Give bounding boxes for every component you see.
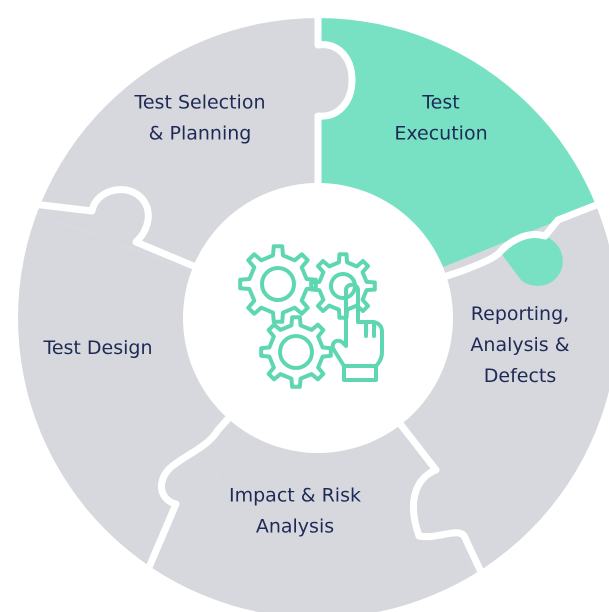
label-line: Reporting, [471,303,569,325]
label-line: Execution [394,123,487,145]
label-test-design: Test Design [42,337,152,359]
puzzle-knob-selection-into-execution [318,44,352,117]
puzzle-knob-design-into-selection [92,189,149,242]
label-line: & Planning [149,123,252,145]
label-line: Test Selection [133,92,265,114]
puzzle-knob-reporting-into-impact [410,470,467,536]
label-line: Test Design [42,337,152,359]
label-reporting-analysis-defects: Reporting, Analysis & Defects [470,303,569,387]
label-line: Analysis & [470,334,569,356]
label-line: Test [421,92,459,114]
gear-hole [278,334,314,370]
label-line: Analysis [256,516,334,538]
center-hub [183,183,453,453]
segment-impact-risk-analysis[interactable] [130,318,500,612]
gear-outline [309,252,377,320]
label-line: Defects [484,365,557,387]
gear-hole [260,266,296,302]
label-line: Impact & Risk [229,485,361,507]
label-test-selection-planning: Test Selection & Planning [133,92,265,145]
gear-outline [259,315,333,389]
gears-with-pointing-hand-icon [238,244,384,389]
pointing-hand-icon [330,282,384,382]
puzzle-knob-execution-into-reporting [500,234,563,286]
gear-large-icon [238,244,318,324]
gear-bottom-icon [259,315,333,389]
gear-outline [238,244,318,324]
